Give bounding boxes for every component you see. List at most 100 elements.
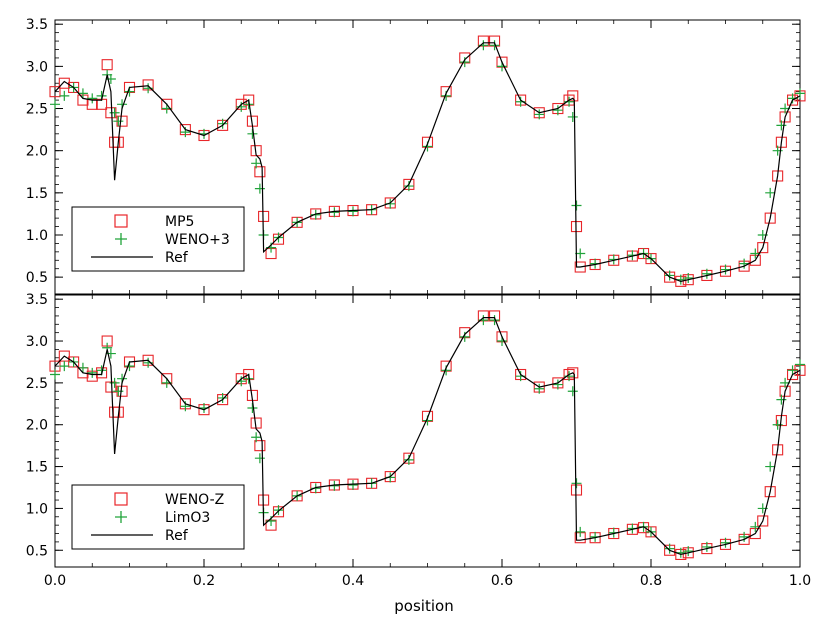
data-point [534, 109, 545, 120]
legend-marker-plus [115, 233, 127, 245]
data-point [236, 376, 247, 387]
data-point [403, 181, 414, 192]
data-point [567, 111, 578, 122]
ref-line [54, 317, 801, 556]
legend-label: LimO3 [165, 510, 210, 526]
y-tick-label: 1.0 [26, 228, 48, 244]
y-tick-label: 3.0 [26, 59, 48, 75]
x-tick-label: 0.2 [193, 573, 215, 589]
data-point [254, 166, 266, 178]
y-tick-label: 3.0 [26, 334, 48, 350]
data-point [765, 187, 776, 198]
data-point [764, 486, 776, 498]
data-point [574, 261, 586, 273]
data-point [720, 537, 731, 548]
y-tick-label: 3.5 [26, 17, 48, 33]
data-point [59, 361, 70, 372]
data-point [348, 206, 358, 217]
legend-box [71, 206, 245, 272]
data-point [571, 200, 582, 211]
data-point [683, 272, 694, 283]
data-point [534, 383, 545, 394]
data-point [739, 258, 750, 269]
data-point [50, 369, 60, 380]
legend-label: MP5 [165, 214, 194, 230]
x-axis-label: position [394, 597, 453, 615]
legend-marker-plus [115, 511, 127, 523]
data-point [567, 90, 579, 102]
x-tick-label: 0.8 [640, 573, 662, 589]
legend-label: Ref [165, 250, 189, 266]
data-point [310, 209, 321, 220]
y-tick-label: 1.0 [26, 501, 48, 517]
data-point [664, 543, 675, 554]
x-tick-label: 0.0 [44, 573, 66, 589]
data-point [251, 432, 262, 443]
data-point [247, 402, 258, 413]
data-point [101, 59, 113, 71]
data-point [217, 118, 228, 129]
series-ref [54, 42, 801, 283]
data-point [50, 99, 60, 110]
data-point [236, 101, 247, 112]
y-tick-label: 2.0 [26, 418, 48, 434]
y-tick-label: 1.5 [26, 460, 48, 476]
data-point [757, 242, 769, 254]
y-tick-label: 1.5 [26, 186, 48, 202]
data-point [764, 212, 776, 224]
data-point [564, 371, 575, 382]
data-point [683, 546, 694, 557]
data-point [58, 350, 70, 362]
data-point [564, 96, 575, 107]
data-point [254, 183, 265, 194]
data-point [59, 90, 70, 101]
legend-marker-square [114, 492, 128, 506]
series-ref [54, 317, 801, 556]
data-point [567, 367, 579, 379]
data-point [787, 365, 798, 376]
y-tick-label: 2.5 [26, 376, 48, 392]
x-tick-label: 0.4 [342, 573, 364, 589]
legend-label: WENO-Z [165, 492, 224, 508]
data-point [247, 128, 258, 139]
data-point [273, 505, 284, 516]
data-point [552, 379, 563, 390]
data-point [489, 40, 500, 51]
x-tick-label: 1.0 [789, 573, 811, 589]
legend-marker-square [114, 214, 128, 228]
data-point [489, 315, 500, 326]
data-point [765, 461, 776, 472]
data-point [720, 264, 731, 275]
data-point [552, 105, 563, 116]
data-point [87, 93, 98, 104]
y-tick-label: 3.5 [26, 292, 48, 308]
bottom-panel: 0.5 1.0 1.5 2.0 2.5 3.0 3.5 0.0 0.2 0.4 0.6 0.8 1.0 W… [26, 292, 811, 589]
data-point [757, 515, 769, 527]
ref-line [54, 42, 801, 283]
y-tick-label: 2.5 [26, 102, 48, 118]
x-tick-label: 0.6 [491, 573, 513, 589]
data-point [348, 479, 358, 490]
data-point [795, 359, 805, 370]
data-point [254, 453, 265, 464]
y-tick-label: 0.5 [26, 270, 48, 286]
y-tick-label: 0.5 [26, 543, 48, 559]
data-point [217, 392, 228, 403]
data-point [776, 120, 787, 131]
data-point [77, 362, 88, 373]
data-point [403, 454, 414, 465]
data-point [310, 483, 321, 494]
legend-label: Ref [165, 528, 189, 544]
data-point [567, 386, 578, 397]
data-point [87, 367, 98, 378]
data-point [49, 86, 61, 98]
legend-box [71, 484, 245, 550]
data-point [571, 478, 582, 489]
legend-label: WENO+3 [165, 232, 230, 248]
data-point [58, 77, 70, 89]
data-point [77, 88, 88, 99]
data-point [664, 270, 675, 281]
